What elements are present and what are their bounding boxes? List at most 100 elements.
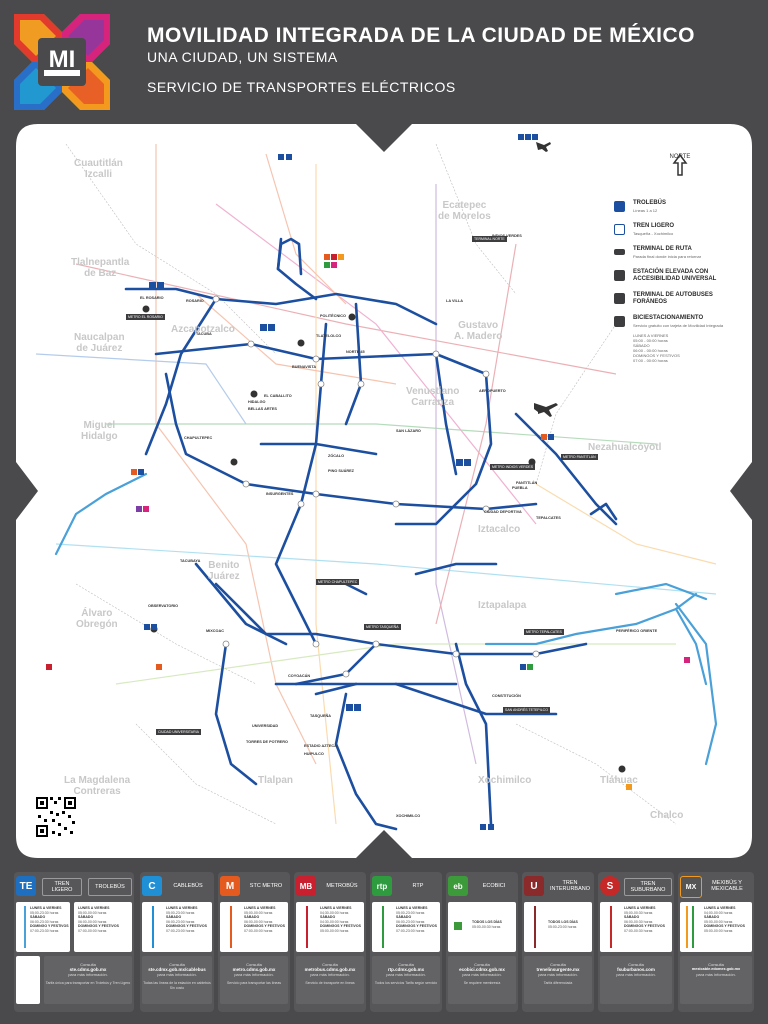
station-label[interactable]: EL ROSARIO [140,296,164,300]
station-label[interactable]: TACUBA [196,332,212,336]
station-label[interactable]: AEROPUERTO [479,389,506,393]
transit-map[interactable]: Cuautitlán Izcalli Ecatepec de Morelos T… [16,124,752,858]
station-label[interactable]: TASQUEÑA [310,714,332,718]
logo-text: MI [49,46,76,73]
legend-item-bike-parking: BICIESTACIONAMIENTO Servicio gratuito co… [614,315,749,333]
url-post: para más información. [616,972,656,977]
panel-header: eb ECOBICI [446,876,518,896]
station-label[interactable]: ROSARIO [186,299,204,303]
legend-schedule: LUNES A VIERNES 05:00 - 00:00 horas SÁBA… [614,333,749,369]
tren-ligero-icon [614,224,625,235]
info-link[interactable]: trenelinsurgente.mx [536,967,580,972]
schedule-line: 05:00 - 00:00 horas [633,338,668,343]
station-label[interactable]: OBSERVATORIO [148,604,179,608]
rtp-icon: rtp [372,876,392,896]
terminal-label[interactable]: METRO PANTITLÁN [561,454,598,460]
qr-code[interactable] [34,795,78,839]
legend-sub: Parada final donde inicia para retornar [633,254,702,259]
transfer-badges [46,134,690,830]
station-label[interactable]: TEPALCATES [536,516,561,520]
map-canvas[interactable] [16,124,752,858]
panel-footer: Consulta metro.cdmx.gob.mx para más info… [220,956,288,1004]
info-link[interactable]: rtp.cdmx.gob.mx [387,967,425,972]
terminal-label[interactable]: METRO INDIOS VERDES [490,464,536,470]
station-label[interactable]: PUEBLA [512,486,528,490]
station-label[interactable]: POLITÉCNICO [320,314,346,318]
station-label[interactable]: CIUDAD DEPORTIVA [484,510,522,514]
legend-sub: Líneas 1 a 12 [633,208,658,213]
page-title: MOVILIDAD INTEGRADA DE LA CIUDAD DE MÉXI… [147,24,695,47]
panel-name: TREN LIGERO [42,878,82,896]
station-label[interactable]: UNIVERSIDAD [252,724,279,728]
station-label[interactable]: INSURGENTES [266,492,294,496]
station-label[interactable]: EL CABALLITO [264,394,292,398]
station-label[interactable]: HUIPULCO [304,752,324,756]
station-label[interactable]: CHAPULTEPEC [184,436,213,440]
url-post: para más información. [310,972,350,977]
north-arrow: NORTE [668,154,692,176]
schedule-line: DOMINGOS Y FESTIVOS [633,353,680,358]
panel-header: MX MEXIBÚS Y MEXICABLE [678,876,754,898]
url-pre: Consulta [398,962,414,967]
station-label[interactable]: HIDALGO [248,400,266,404]
terminal-label[interactable]: METRO CHAPULTEPEC [316,579,360,585]
ecobici-icon: eb [448,876,468,896]
station-label[interactable]: BELLAS ARTES [248,407,277,411]
station-label[interactable]: NORTE 45 [346,350,365,354]
panel-footer: Consulta metrobus.cdmx.gob.mx para más i… [296,956,364,1004]
station-label[interactable]: TLATELOLCO [316,334,342,338]
panel-name: TREN INTERURBANO [549,880,591,892]
info-link[interactable]: mexicable.edomex.gob.mx [691,967,741,971]
zone-label: Cuautitlán Izcalli [74,158,123,180]
station-label[interactable]: MIXCOAC [206,629,224,633]
panel-name: STC METRO [249,883,283,889]
info-link[interactable]: metrobus.cdmx.gob.mx [304,967,356,972]
station-label[interactable]: PINO SUÁREZ [328,469,354,473]
terminal-label[interactable]: TERMINAL NORTE [472,236,507,242]
station-label[interactable]: TACUBAYA [180,559,201,563]
schedule-line: 06:00 - 00:00 horas [633,348,668,353]
info-link[interactable]: ste.cdmx.gob.mx [69,967,107,972]
legend-title: TREN LIGERO [633,223,675,229]
info-link[interactable]: metro.cdmx.gob.mx [232,967,276,972]
panel-header: MB METROBÚS [294,876,366,896]
zone-label: Iztapalapa [478,600,527,611]
legend-title: TERMINAL DE AUTOBUSES FORÁNEOS [633,292,713,305]
metro-icon: M [220,876,240,896]
info-link[interactable]: fsuburbanos.com [617,967,655,972]
station-label[interactable]: XOCHIMILCO [396,814,421,818]
station-label[interactable]: CONSTITUCIÓN [492,694,521,698]
station-label[interactable]: PANTITLÁN [516,481,538,485]
header: MI MOVILIDAD INTEGRADA DE LA CIUDAD DE M… [0,0,768,125]
station-label[interactable]: SAN LÁZARO [396,429,421,433]
terminal-label[interactable]: METRO EL ROSARIO [126,314,165,320]
url-pre: Consulta [628,962,644,967]
terminal-label[interactable]: METRO TEPALCATES [524,629,564,635]
terminal-label[interactable]: METRO TASQUEÑA [364,624,401,630]
info-link[interactable]: ecobici.cdmx.gob.mx [459,967,505,972]
station-label[interactable]: ZÓCALO [328,454,345,458]
legend-title: TROLEBÚS [633,200,666,206]
info-link[interactable]: ste.cdmx.gob.mx/cablebus [148,967,206,972]
terminal-label[interactable]: CIUDAD UNIVERSITARIA [156,729,201,735]
zone-label: Nezahualcóyotl [588,442,662,453]
panel-note: Servicio para transportar las líneas [226,981,282,985]
zone-label: La Magdalena Contreras [64,775,131,797]
zone-label: Tláhuac [600,775,638,786]
station-label[interactable]: PERIFÉRICO ORIENTE [616,629,658,633]
station-label[interactable]: LA VILLA [446,299,463,303]
station-label[interactable]: ESTADIO AZTECA [304,744,337,748]
terminal-label[interactable]: SAN ANDRÉS TETEPILCO [503,707,550,713]
station-label[interactable]: COYOACÁN [288,674,311,678]
station-label[interactable]: INDIOS VERDES [492,234,522,238]
station-label[interactable]: TORRES DE POTRERO [246,740,288,744]
station-label[interactable]: BUENAVISTA [292,365,317,369]
panel-name-2: TROLEBÚS [88,878,132,896]
